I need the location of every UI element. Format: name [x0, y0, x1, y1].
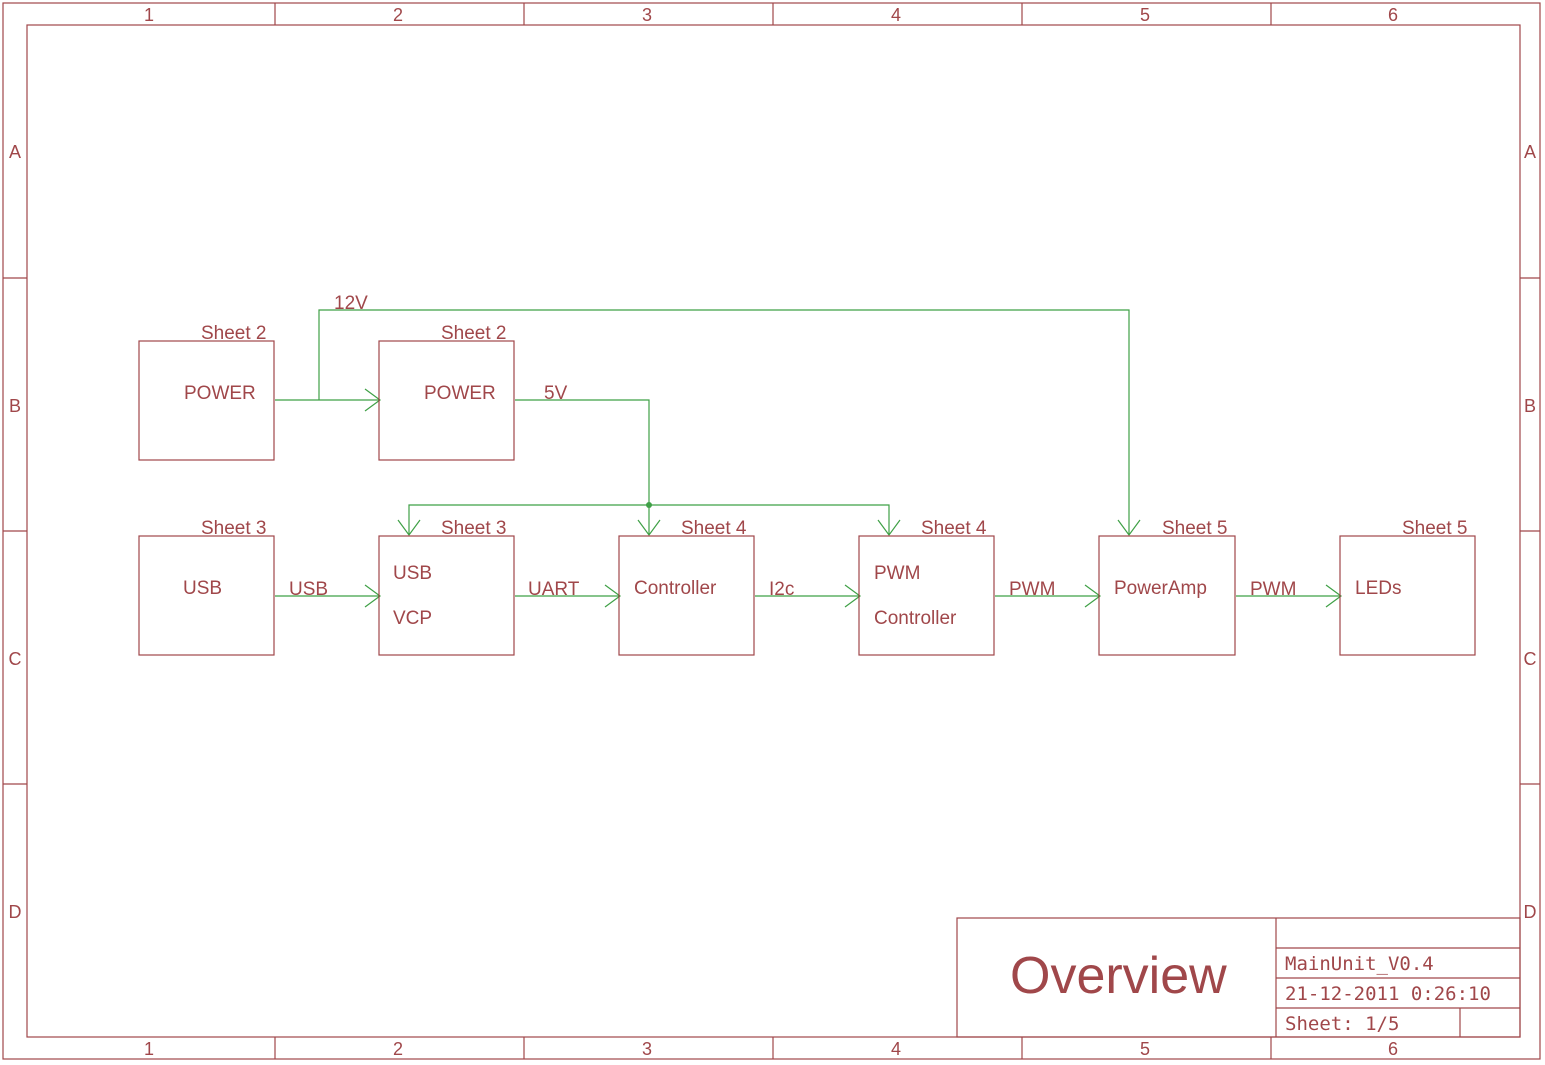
block-sheet-ref: Sheet 5: [1162, 518, 1228, 539]
col-label-bottom-3: 3: [642, 1039, 652, 1059]
arrow-usbvcp-in: [364, 584, 382, 608]
net-labels: 12V 5V USB UART I2c PWM PWM: [289, 293, 1296, 600]
arrow-power2-in: [364, 388, 382, 412]
block-label: Controller: [634, 578, 717, 599]
block-label: USB: [183, 578, 222, 599]
row-label-right-c: C: [1524, 649, 1537, 669]
title-block-title: Overview: [1010, 947, 1227, 1005]
frame-labels: 1 2 3 4 5 6 1 2 3 4 5 6 A B C D A B C D: [9, 5, 1537, 1059]
net-label-pwm-2: PWM: [1250, 579, 1296, 600]
arrow-controller-5v: [637, 519, 661, 537]
arrow-poweramp-12v: [1117, 519, 1141, 537]
net-label-uart: UART: [528, 579, 580, 600]
net-label-5v: 5V: [544, 383, 568, 404]
wire-5v[interactable]: [515, 399, 650, 535]
block-frame: [858, 535, 995, 656]
block-label: POWER: [184, 383, 256, 404]
block-frame: [378, 340, 515, 461]
block-sheet-ref: Sheet 3: [441, 518, 507, 539]
col-label-top-6: 6: [1388, 5, 1398, 25]
block-label-line-1: USB: [393, 563, 432, 584]
block-frame: [618, 535, 755, 656]
block-leds[interactable]: Sheet 5 LEDs: [1339, 518, 1476, 656]
block-sheet-ref: Sheet 2: [201, 323, 267, 344]
block-usb[interactable]: Sheet 3 USB: [138, 518, 275, 656]
net-label-12v: 12V: [334, 293, 368, 314]
block-frame: [138, 535, 275, 656]
block-label-line-2: Controller: [874, 608, 957, 629]
row-label-left-a: A: [9, 142, 21, 162]
arrow-poweramp-in: [1084, 584, 1102, 608]
row-label-left-b: B: [9, 396, 21, 416]
arrow-pwmctrl-in: [844, 584, 862, 608]
row-label-right-b: B: [1524, 396, 1536, 416]
col-label-bottom-1: 1: [144, 1039, 154, 1059]
arrow-pwmctrl-5v: [877, 519, 901, 537]
arrow-usbvcp-5v: [397, 519, 421, 537]
title-block-date: 21-12-2011 0:26:10: [1285, 983, 1491, 1005]
block-sheet-ref: Sheet 2: [441, 323, 507, 344]
row-label-right-a: A: [1524, 142, 1536, 162]
net-label-i2c: I2c: [769, 579, 794, 600]
block-frame: [378, 535, 515, 656]
block-sheet-ref: Sheet 4: [681, 518, 747, 539]
block-frame: [1339, 535, 1476, 656]
wire-12v[interactable]: [318, 309, 1130, 535]
block-label: POWER: [424, 383, 496, 404]
col-label-bottom-5: 5: [1140, 1039, 1150, 1059]
block-frame: [138, 340, 275, 461]
block-sheet-ref: Sheet 4: [921, 518, 987, 539]
block-sheet-ref: Sheet 3: [201, 518, 267, 539]
net-label-pwm-1: PWM: [1009, 579, 1055, 600]
block-label-line-1: PWM: [874, 563, 920, 584]
row-label-left-c: C: [9, 649, 22, 669]
col-label-bottom-4: 4: [891, 1039, 901, 1059]
title-block: [956, 917, 1521, 1038]
block-usb-vcp[interactable]: Sheet 3 USB VCP: [378, 518, 515, 656]
col-label-top-5: 5: [1140, 5, 1150, 25]
block-power-1[interactable]: Sheet 2 POWER: [138, 323, 275, 461]
col-label-top-4: 4: [891, 5, 901, 25]
col-label-bottom-2: 2: [393, 1039, 403, 1059]
arrow-controller-in: [604, 584, 622, 608]
block-label-line-2: VCP: [393, 608, 432, 629]
col-label-top-3: 3: [642, 5, 652, 25]
block-label: PowerAmp: [1114, 578, 1207, 599]
col-label-bottom-6: 6: [1388, 1039, 1398, 1059]
block-power-2[interactable]: Sheet 2 POWER: [378, 323, 515, 461]
block-poweramp[interactable]: Sheet 5 PowerAmp: [1098, 518, 1236, 656]
block-pwm-controller[interactable]: Sheet 4 PWM Controller: [858, 518, 995, 656]
title-block-design-name: MainUnit_V0.4: [1285, 953, 1434, 975]
title-block-sheet: Sheet: 1/5: [1285, 1013, 1399, 1035]
net-label-usb: USB: [289, 579, 328, 600]
row-label-left-d: D: [9, 902, 22, 922]
block-controller[interactable]: Sheet 4 Controller: [618, 518, 755, 656]
wires: [275, 309, 1343, 608]
block-label: LEDs: [1355, 578, 1401, 599]
block-sheet-ref: Sheet 5: [1402, 518, 1468, 539]
junction-dot-5v: [646, 502, 652, 508]
arrow-leds-in: [1325, 584, 1343, 608]
block-frame: [1098, 535, 1236, 656]
row-label-right-d: D: [1524, 902, 1537, 922]
col-label-top-1: 1: [144, 5, 154, 25]
col-label-top-2: 2: [393, 5, 403, 25]
